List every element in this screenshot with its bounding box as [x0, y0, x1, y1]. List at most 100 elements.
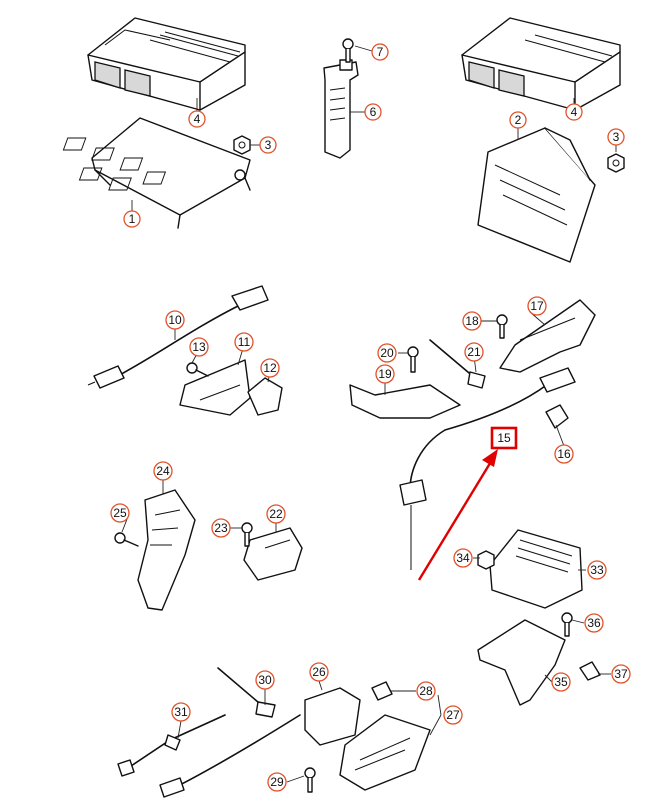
svg-text:2: 2 [515, 113, 522, 127]
callout-26[interactable]: 26 [309, 662, 329, 682]
clip-37[interactable] [579, 661, 601, 681]
ecu-mounting-bracket[interactable] [62, 117, 251, 229]
svg-text:3: 3 [613, 130, 620, 144]
svg-text:4: 4 [194, 112, 201, 126]
callout-15-highlighted[interactable]: 15 [490, 426, 518, 450]
callout-4-left[interactable]: 4 [188, 110, 206, 128]
svg-text:36: 36 [587, 616, 601, 630]
callout-3-right[interactable]: 3 [607, 128, 625, 146]
svg-text:15: 15 [497, 431, 511, 445]
screw-25[interactable] [114, 532, 139, 547]
sensor-relay-6[interactable] [323, 59, 359, 159]
screw-20[interactable] [407, 346, 419, 373]
callout-24[interactable]: 24 [153, 461, 173, 481]
lambda-probe-10[interactable] [87, 285, 269, 389]
callout-2[interactable]: 2 [509, 111, 527, 129]
callout-31[interactable]: 31 [171, 702, 191, 722]
screw-29[interactable] [304, 767, 316, 793]
bracket-11[interactable] [179, 359, 251, 416]
svg-text:6: 6 [370, 105, 377, 119]
ecu-control-unit-left[interactable] [87, 17, 246, 111]
callout-16[interactable]: 16 [554, 444, 574, 464]
screw-36[interactable] [561, 612, 573, 637]
svg-text:3: 3 [265, 138, 272, 152]
svg-text:13: 13 [192, 340, 206, 354]
clip-16[interactable] [545, 404, 569, 429]
svg-text:31: 31 [174, 705, 188, 719]
svg-text:18: 18 [465, 314, 479, 328]
callouts: 1 4 3 7 6 2 4 3 10 13 11 12 17 18 20 21 … [110, 43, 631, 792]
callout-22[interactable]: 22 [266, 504, 286, 524]
svg-text:7: 7 [377, 45, 384, 59]
svg-text:34: 34 [456, 551, 470, 565]
svg-text:16: 16 [557, 447, 571, 461]
svg-text:25: 25 [113, 506, 127, 520]
callout-30[interactable]: 30 [255, 670, 275, 690]
callout-33[interactable]: 33 [587, 560, 607, 580]
svg-text:30: 30 [258, 673, 272, 687]
callout-28[interactable]: 28 [416, 681, 436, 701]
bracket-35[interactable] [477, 619, 566, 706]
bracket-27[interactable] [339, 714, 431, 791]
callout-1[interactable]: 1 [123, 210, 141, 228]
callout-17[interactable]: 17 [527, 296, 547, 316]
callout-4-right[interactable]: 4 [565, 103, 583, 121]
svg-text:21: 21 [467, 345, 481, 359]
callout-27[interactable]: 27 [443, 705, 463, 725]
svg-text:19: 19 [378, 367, 392, 381]
svg-text:17: 17 [530, 299, 544, 313]
callout-18[interactable]: 18 [462, 311, 482, 331]
callout-21[interactable]: 21 [464, 342, 484, 362]
cable-tie-21[interactable] [429, 339, 486, 389]
screw-13[interactable] [186, 362, 209, 377]
callout-25[interactable]: 25 [110, 503, 130, 523]
screw-18[interactable] [496, 314, 508, 339]
nut-34[interactable] [477, 550, 495, 570]
glow-plug-control-unit-33[interactable] [489, 529, 583, 609]
screw-7[interactable] [342, 38, 354, 63]
callout-29[interactable]: 29 [267, 772, 287, 792]
callout-35[interactable]: 35 [551, 672, 571, 692]
clip-12[interactable] [247, 377, 283, 416]
svg-text:11: 11 [238, 335, 251, 349]
highlight-arrow [417, 449, 498, 581]
hex-nut-right[interactable] [607, 153, 625, 173]
svg-text:28: 28 [419, 684, 433, 698]
callout-10[interactable]: 10 [165, 310, 185, 330]
svg-text:4: 4 [571, 105, 578, 119]
bracket-19[interactable] [349, 384, 461, 419]
clip-28[interactable] [371, 681, 393, 701]
callout-12[interactable]: 12 [260, 358, 280, 378]
callout-34[interactable]: 34 [453, 548, 473, 568]
svg-text:24: 24 [156, 464, 170, 478]
svg-text:33: 33 [590, 563, 604, 577]
callout-37[interactable]: 37 [611, 664, 631, 684]
sensor-26[interactable] [159, 687, 361, 798]
callout-36[interactable]: 36 [584, 613, 604, 633]
exhaust-temperature-sensor-15[interactable] [399, 367, 576, 570]
callout-13[interactable]: 13 [189, 337, 209, 357]
pressure-converter-22[interactable] [243, 527, 303, 581]
ecu-housing-bracket[interactable] [477, 127, 596, 263]
callout-6[interactable]: 6 [364, 103, 382, 121]
svg-text:23: 23 [214, 521, 228, 535]
cable-31[interactable] [117, 714, 226, 777]
hex-nut-left[interactable] [233, 135, 251, 155]
callout-11[interactable]: 11 [234, 332, 254, 352]
callout-3-left[interactable]: 3 [259, 136, 277, 154]
bracket-24[interactable] [137, 489, 196, 611]
svg-text:10: 10 [168, 313, 182, 327]
svg-text:35: 35 [554, 675, 568, 689]
cable-tie-30[interactable] [217, 667, 276, 718]
svg-text:27: 27 [446, 708, 460, 722]
ecu-control-unit-right[interactable] [461, 17, 621, 111]
callout-20[interactable]: 20 [377, 343, 397, 363]
callout-23[interactable]: 23 [211, 518, 231, 538]
callout-19[interactable]: 19 [375, 364, 395, 384]
callout-7[interactable]: 7 [371, 43, 389, 61]
svg-text:37: 37 [614, 667, 628, 681]
svg-text:29: 29 [270, 775, 284, 789]
svg-text:22: 22 [269, 507, 283, 521]
bracket-17[interactable] [499, 299, 596, 373]
